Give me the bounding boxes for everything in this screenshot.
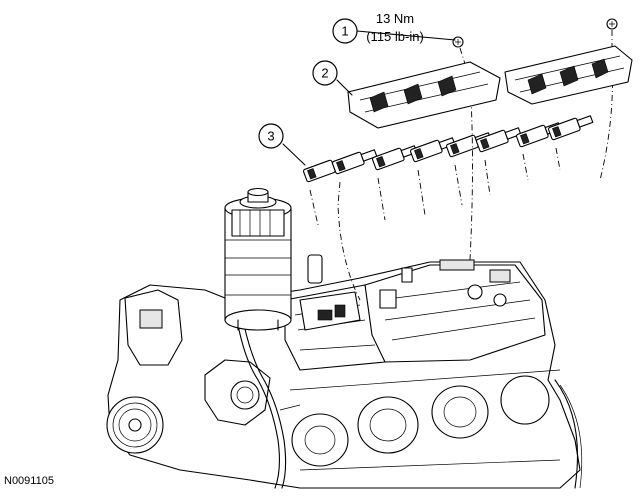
callout-3-number: 3: [267, 129, 274, 144]
callout-1: 1: [332, 18, 358, 44]
callout-2: 2: [312, 60, 338, 86]
figure-id: N0091105: [4, 475, 54, 487]
torque-spec-lbin: (115 lb-in): [366, 29, 424, 44]
callout-3: 3: [258, 123, 284, 149]
bolt-icon: [452, 18, 618, 48]
callout-1-leader: [356, 30, 456, 41]
valve-cover-icon: [347, 45, 633, 129]
callout-1-number: 1: [341, 24, 348, 39]
callout-2-number: 2: [321, 66, 328, 81]
oil-filter-housing-icon: [224, 187, 323, 331]
callout-2-leader: [336, 79, 353, 96]
fuel-injector-icon: [303, 115, 594, 183]
engine-block-icon: [106, 259, 583, 489]
torque-spec-nm: 13 Nm: [376, 11, 414, 26]
callout-3-leader: [282, 143, 306, 166]
